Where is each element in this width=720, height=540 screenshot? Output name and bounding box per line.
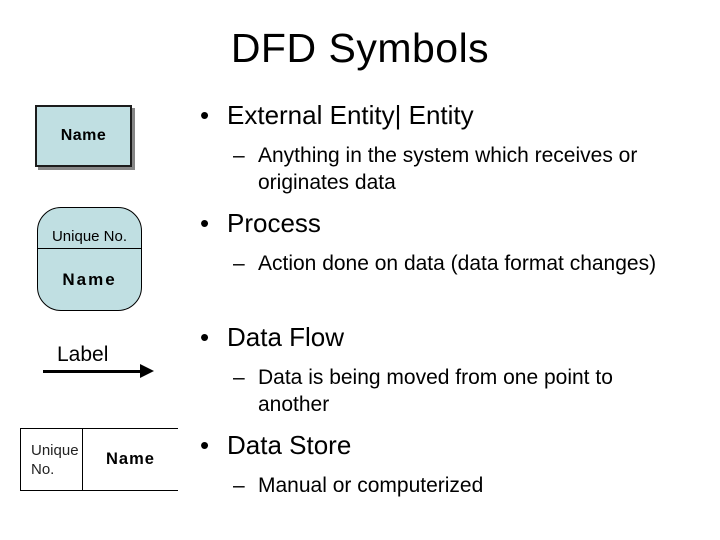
data-store-number-label: Unique No. (31, 441, 79, 478)
bullet-term-row: • Process (200, 207, 700, 240)
bullet-term-row: • Data Flow (200, 321, 700, 354)
definition-text: Manual or computerized (258, 473, 484, 497)
process-name-label: Name (62, 269, 117, 289)
dash-icon: – (233, 143, 245, 167)
process-shape: Unique No. Name (37, 207, 142, 311)
bullet-term-row: • External Entity| Entity (200, 99, 700, 132)
definition-text: Anything in the system which receives or… (258, 143, 638, 195)
bullet-section-process: • Process – Action done on data (data fo… (200, 207, 700, 277)
process-name-section: Name (38, 249, 141, 310)
data-store-name-label: Name (106, 450, 155, 468)
bullet-term-row: • Data Store (200, 429, 700, 462)
term-text: Process (227, 208, 321, 238)
data-store-shape: Unique No. Name (20, 428, 178, 491)
term-text: Data Flow (227, 322, 345, 352)
process-number-section: Unique No. (38, 208, 141, 249)
dash-icon: – (233, 365, 245, 389)
data-flow-arrow (43, 370, 143, 373)
bullet-icon: • (200, 208, 210, 238)
bullet-definition-row: – Manual or computerized (233, 472, 700, 500)
dash-icon: – (233, 473, 245, 497)
bullet-icon: • (200, 430, 210, 460)
external-entity-shape: Name (35, 105, 132, 167)
data-flow-arrowhead-icon (140, 364, 154, 378)
bullet-section-data-flow: • Data Flow – Data is being moved from o… (200, 321, 700, 419)
data-store-number-cell: Unique No. (21, 429, 83, 490)
bullet-definition-row: – Action done on data (data format chang… (233, 250, 700, 278)
bullet-definition-row: – Data is being moved from one point to … (233, 364, 700, 419)
bullet-icon: • (200, 100, 210, 130)
external-entity-label: Name (60, 127, 107, 144)
data-store-name-cell: Name (83, 429, 178, 490)
bullet-section-data-store: • Data Store – Manual or computerized (200, 429, 700, 499)
definition-text: Data is being moved from one point to an… (258, 365, 613, 417)
term-text: Data Store (227, 430, 352, 460)
definition-text: Action done on data (data format changes… (258, 251, 657, 275)
bullet-section-external-entity: • External Entity| Entity – Anything in … (200, 99, 700, 197)
bullet-icon: • (200, 322, 210, 352)
data-flow-label: Label (57, 343, 109, 366)
dash-icon: – (233, 251, 245, 275)
bullet-definition-row: – Anything in the system which receives … (233, 142, 700, 197)
slide-title: DFD Symbols (230, 25, 490, 71)
term-text: External Entity| Entity (227, 100, 474, 130)
process-number-label: Unique No. (51, 228, 128, 245)
